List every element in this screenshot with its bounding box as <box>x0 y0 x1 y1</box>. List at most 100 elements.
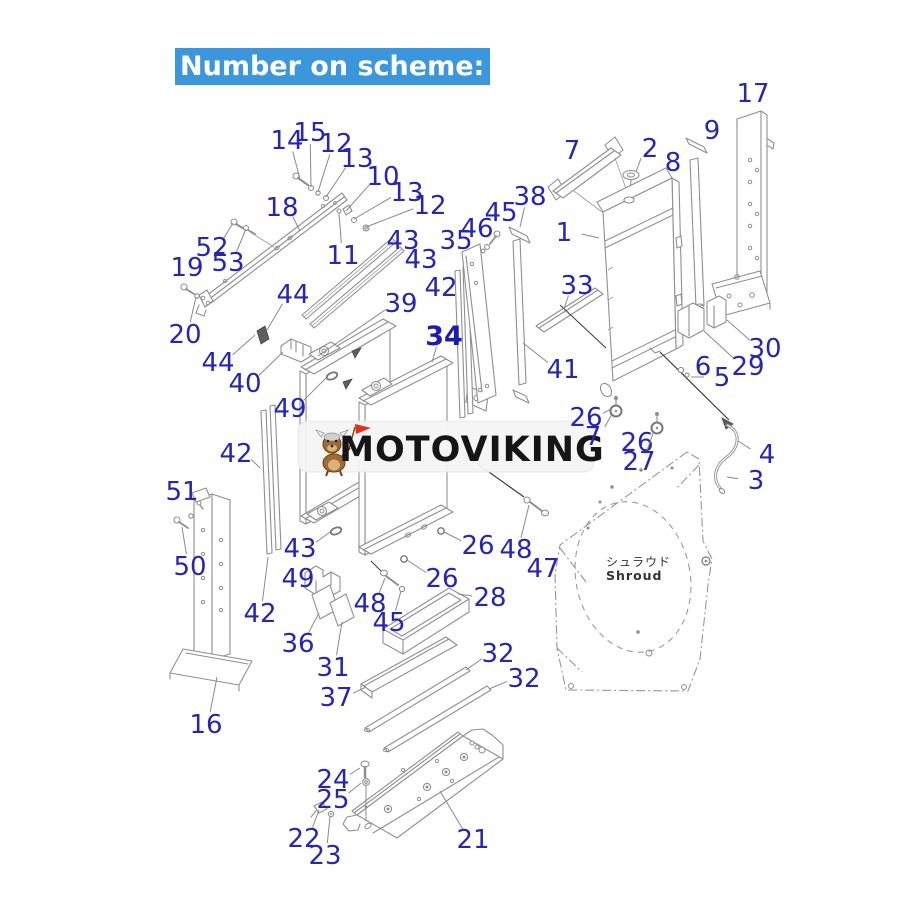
part-bracket-17 <box>711 110 775 323</box>
part-beam-7 <box>547 136 630 213</box>
part-bar-9 <box>685 137 708 154</box>
callout-1: 1 <box>556 218 573 248</box>
part-bolt-48-right <box>464 454 550 517</box>
leader-line-2 <box>635 158 642 173</box>
callout-32: 32 <box>507 664 540 694</box>
leader-line-42 <box>250 459 261 469</box>
leader-line-52 <box>223 222 234 239</box>
callout-43: 43 <box>283 534 316 564</box>
part-bracket-16 <box>169 487 253 692</box>
part-radiator-assembly-1 <box>596 167 684 403</box>
part-washers-26 <box>400 527 445 563</box>
part-strips-42-left <box>260 404 282 555</box>
part-beam-33 <box>535 287 607 349</box>
leader-line-16 <box>209 676 218 713</box>
leader-line-44 <box>232 334 256 356</box>
part-shroud-47: シュラウド Shroud <box>554 451 713 692</box>
part-pads-29-30 <box>677 295 727 339</box>
part-bar-38 <box>508 226 531 244</box>
callout-26: 26 <box>620 428 653 458</box>
callout-6: 6 <box>695 352 712 382</box>
callout-20: 20 <box>168 320 201 350</box>
callout-44: 44 <box>201 348 234 378</box>
part-strips-32 <box>364 666 492 753</box>
callout-5: 5 <box>714 363 731 393</box>
callout-30: 30 <box>748 334 781 364</box>
callout-13: 13 <box>340 144 373 174</box>
callout-48: 48 <box>353 589 386 619</box>
leader-line-32 <box>488 681 507 690</box>
part-beam-37 <box>360 636 458 699</box>
callout-25: 25 <box>316 785 349 815</box>
part-rail-21 <box>342 728 504 839</box>
callout-18: 18 <box>265 193 298 223</box>
callout-36: 36 <box>281 629 314 659</box>
callout-46: 46 <box>460 214 493 244</box>
callout-26: 26 <box>461 531 494 561</box>
watermark-text: MOTOVIKING <box>339 430 605 470</box>
callout-33: 33 <box>560 271 593 301</box>
part-wedge-44 <box>256 325 270 345</box>
callout-44: 44 <box>276 280 309 310</box>
part-mounts-26-7 <box>609 396 623 418</box>
leader-line-26 <box>602 408 612 414</box>
leader-line-25 <box>348 782 362 794</box>
part-strip-41 <box>512 238 530 404</box>
scheme-number-text: Number on scheme: 34 <box>180 51 532 82</box>
part-strip-8 <box>689 157 705 309</box>
callout-52: 52 <box>195 233 228 263</box>
viking-dog-icon <box>314 424 371 477</box>
leader-line-40 <box>258 351 284 376</box>
leader-line-32 <box>465 658 483 671</box>
leader-line-26 <box>406 559 427 573</box>
part-oring-49-top <box>325 371 339 381</box>
callout-8: 8 <box>665 148 682 178</box>
leader-line-41 <box>522 342 549 363</box>
leader-line-1 <box>581 233 600 239</box>
part-oring-49-bottom <box>329 526 343 536</box>
callout-28: 28 <box>473 583 506 613</box>
part-upper-bracket-18 <box>195 192 348 317</box>
part-bolt-45-46-top <box>480 230 501 254</box>
leader-line-33 <box>563 295 569 310</box>
leader-line-31 <box>336 621 343 656</box>
callout-39: 39 <box>384 289 417 319</box>
callout-7: 7 <box>585 422 602 452</box>
leader-line-4 <box>737 440 751 450</box>
leader-line-36 <box>307 612 320 634</box>
callout-42: 42 <box>424 273 457 303</box>
leader-line-20 <box>189 296 197 323</box>
leader-line-3 <box>726 476 739 480</box>
leader-line-11 <box>338 212 342 244</box>
callout-38: 38 <box>513 182 546 212</box>
leader-line-43 <box>315 531 331 543</box>
callout-2: 2 <box>642 134 659 164</box>
callout-12: 12 <box>413 191 446 221</box>
part-fasteners-22-25 <box>310 760 370 822</box>
callout-10: 10 <box>366 162 399 192</box>
leader-line-26 <box>443 531 462 542</box>
part-hose-and-fittings-3-4-5-6 <box>659 351 739 495</box>
leader-line-50 <box>181 526 187 555</box>
callout-29: 29 <box>731 352 764 382</box>
part-tubes-43 <box>301 237 405 329</box>
callout-45: 45 <box>372 608 405 638</box>
leader-line-22 <box>312 809 320 828</box>
part-plate-35 <box>461 243 497 404</box>
callout-layer: 1415121310131218115253192043434235464538… <box>165 79 781 871</box>
callout-43: 43 <box>404 245 437 275</box>
callout-3: 3 <box>748 466 765 496</box>
callout-40: 40 <box>228 369 261 399</box>
part-cap-2 <box>622 169 640 200</box>
callout-26: 26 <box>425 564 458 594</box>
part-pads-36-31 <box>311 584 355 627</box>
callout-42: 42 <box>219 439 252 469</box>
callout-4: 4 <box>759 440 776 470</box>
leader-line-49 <box>303 376 328 401</box>
part-clamp-40 <box>280 338 312 363</box>
callout-7: 7 <box>564 136 581 166</box>
leader-line-29 <box>703 330 735 359</box>
callout-48: 48 <box>499 535 532 565</box>
